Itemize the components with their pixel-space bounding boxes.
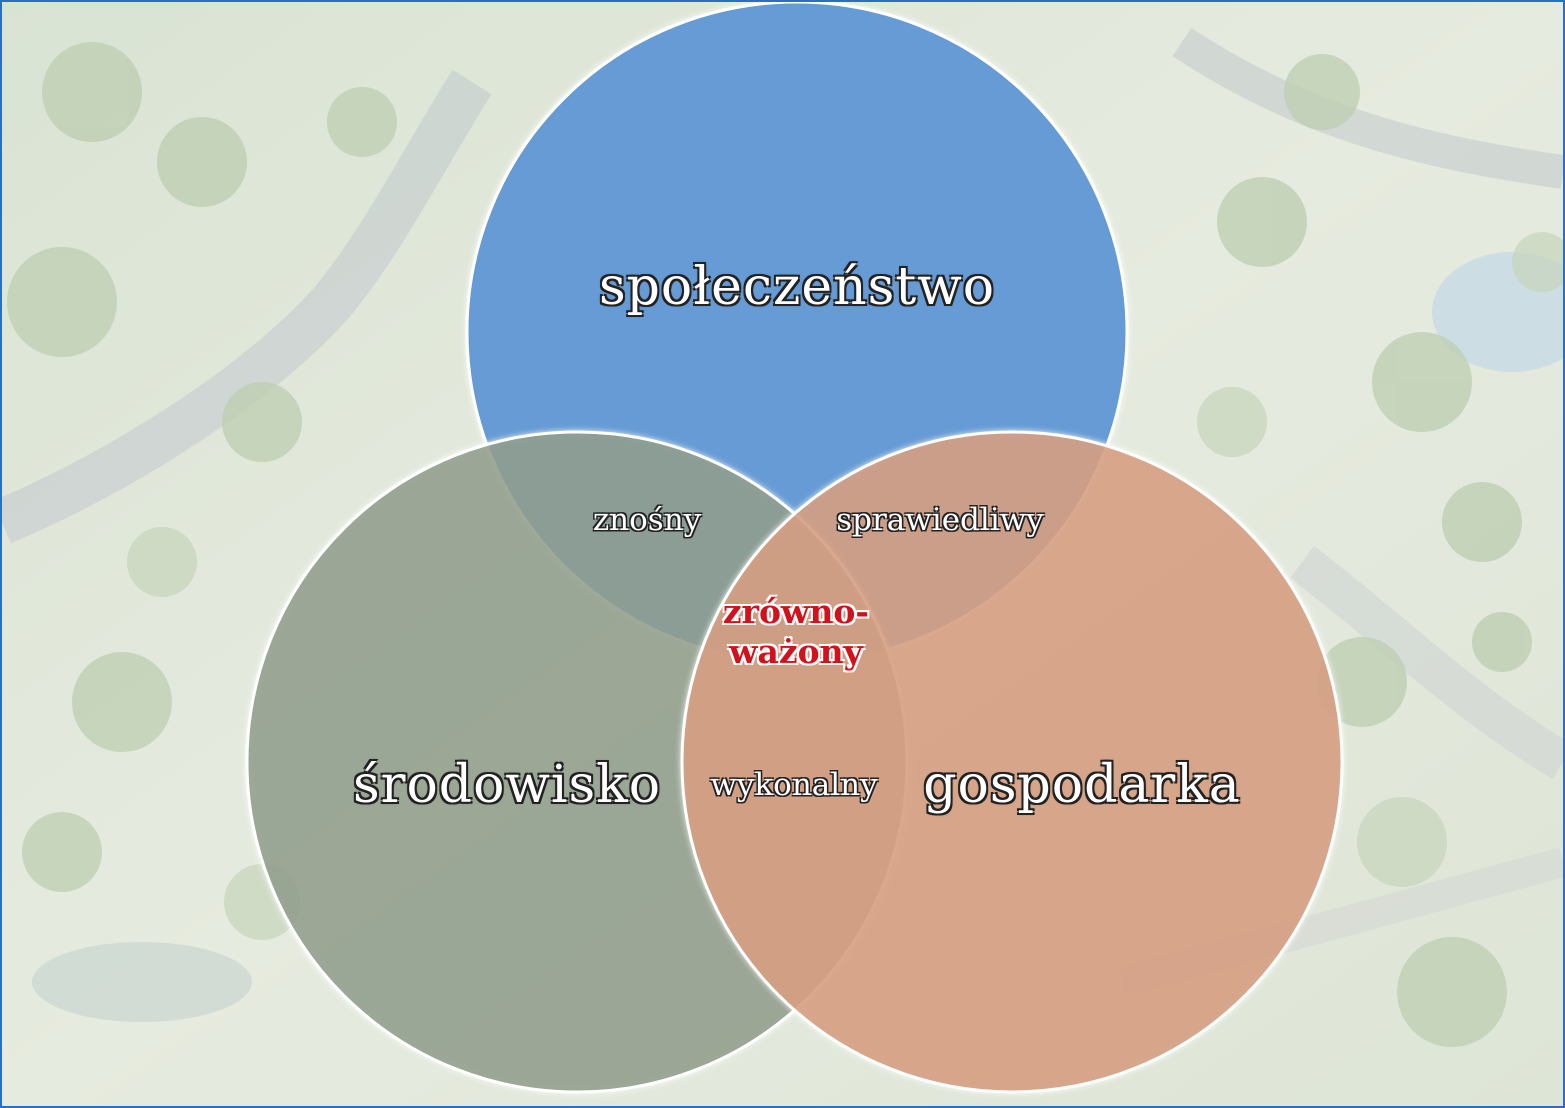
label-gospodarka: gospodarka [923, 755, 1241, 815]
label-srodowisko: środowisko [353, 755, 661, 815]
label-wykonalny: wykonalny [710, 767, 877, 803]
label-znosny: znośny [593, 502, 701, 538]
label-sprawiedliwy: sprawiedliwy [836, 502, 1044, 538]
label-zrownowazony-line2: ważony [723, 632, 869, 672]
label-zrownowazony: zrówno- ważony [723, 592, 869, 672]
label-zrownowazony-line1: zrówno- [723, 592, 869, 632]
label-spoleczenstwo: społeczeństwo [599, 257, 995, 317]
